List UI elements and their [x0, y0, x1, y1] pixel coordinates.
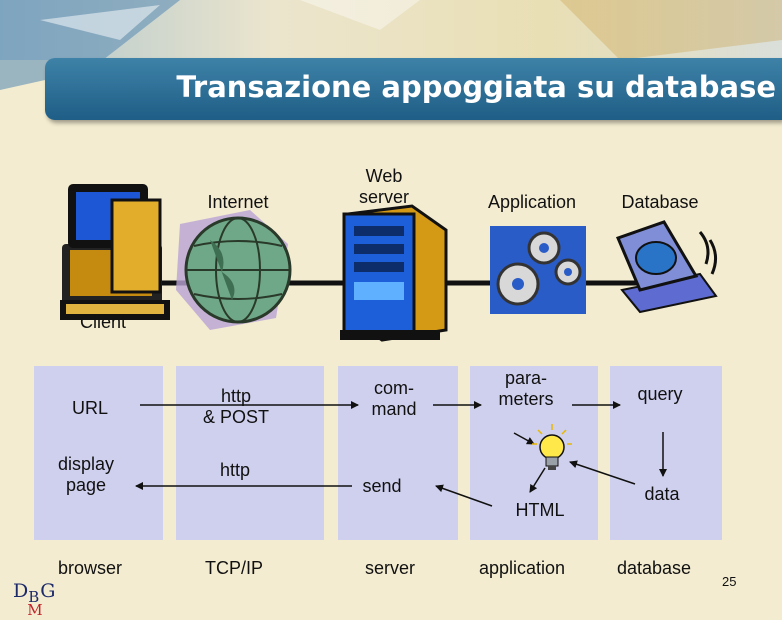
database-icon — [615, 220, 718, 314]
layer-label-database: database — [616, 558, 692, 578]
tier-label-webserver: Web server — [358, 166, 409, 207]
layer-box-database — [610, 366, 722, 540]
layer-box-browser — [34, 366, 163, 540]
gears-icon — [490, 226, 586, 314]
arrow-parameters-to-bulb — [513, 432, 535, 445]
dbmg-logo: D B M G — [13, 580, 56, 619]
layer-label-browser: browser — [57, 558, 123, 578]
layer-box-application — [470, 366, 598, 540]
flow-query: query — [637, 384, 683, 404]
lightbulb-icon — [532, 424, 572, 470]
flow-parameters: para- meters — [498, 368, 554, 409]
flow-send: send — [362, 476, 402, 496]
flow-http: http — [219, 460, 251, 480]
layer-label-server: server — [364, 558, 415, 578]
title-bar: Transazione appoggiata su database — [45, 58, 782, 120]
layer-label-tcpip: TCP/IP — [204, 558, 263, 578]
arrow-bulb-to-html — [529, 467, 546, 493]
flow-http-post: http & POST — [202, 386, 269, 427]
flow-display-page: display page — [57, 454, 115, 495]
page-number: 25 — [722, 574, 737, 589]
tier-label-database: Database — [621, 192, 699, 212]
flow-url: URL — [71, 398, 108, 418]
slide-title: Transazione appoggiata su database — [176, 70, 776, 104]
flow-html: HTML — [515, 500, 565, 520]
flow-command: com- mand — [371, 378, 417, 419]
layer-label-application: application — [478, 558, 566, 578]
tier-label-internet: Internet — [207, 192, 269, 212]
arrow-data-to-bulb — [569, 460, 636, 485]
tier-label-application: Application — [487, 192, 577, 212]
globe-icon — [176, 210, 292, 330]
layer-box-server — [338, 366, 458, 540]
flow-data: data — [644, 484, 680, 504]
arrow-html-to-send — [435, 484, 493, 507]
server-tower-icon — [340, 204, 448, 342]
layer-box-tcpip — [176, 366, 324, 540]
computer-icon — [60, 184, 170, 320]
tier-label-client: Client — [79, 312, 127, 332]
